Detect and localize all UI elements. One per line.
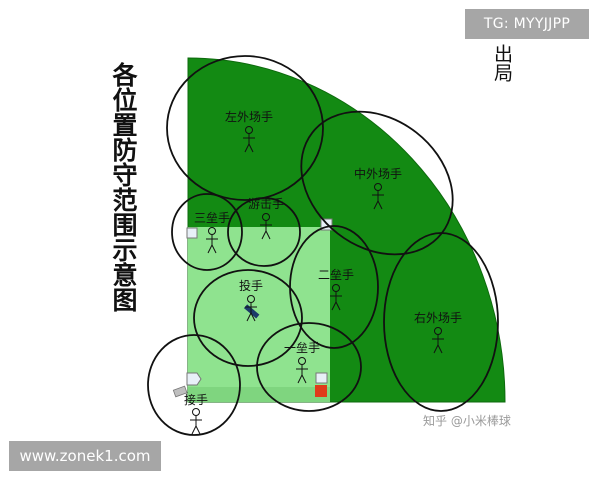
catcher-label: 接手 — [184, 392, 208, 407]
first-base-range-circle — [256, 322, 362, 412]
left-fielder-label: 左外场手 — [225, 109, 273, 124]
pitcher-range-circle — [193, 269, 303, 367]
shortstop-figure — [260, 213, 272, 240]
shortstop-range-circle — [227, 197, 301, 267]
center-fielder-label: 中外场手 — [354, 166, 402, 181]
pitcher-mound — [243, 304, 260, 319]
third-base-range-circle — [171, 193, 243, 271]
site-url-badge: www.zonek1.com — [9, 441, 161, 471]
infield-area — [188, 227, 330, 387]
third-baseman-label: 三垒手 — [194, 211, 230, 225]
diagram-title: 各位置防守范围示意图 — [109, 62, 138, 312]
pitcher-label: 投手 — [239, 278, 263, 293]
first-base-bag — [315, 372, 328, 384]
shortstop-label: 游击手 — [248, 197, 284, 211]
home-plate — [186, 372, 202, 386]
first-baseman-label: 一垒手 — [284, 341, 320, 355]
right-field-range-circle — [383, 232, 499, 412]
right-fielder-label: 右外场手 — [414, 310, 462, 325]
pitcher-figure — [245, 295, 257, 322]
foul-line-strip — [188, 387, 330, 402]
catcher-figure — [190, 408, 202, 435]
catcher-range-circle — [147, 334, 241, 436]
left-fielder-figure — [243, 126, 255, 153]
catcher-gear — [172, 385, 188, 398]
out-label: 出局 — [491, 44, 513, 82]
second-baseman-figure — [330, 284, 342, 311]
foul-base-marker — [315, 385, 327, 397]
third-base-bag — [186, 227, 198, 239]
third-baseman-figure — [206, 227, 218, 254]
center-fielder-figure — [372, 183, 384, 210]
first-baseman-figure — [296, 357, 308, 384]
right-fielder-figure — [432, 327, 444, 354]
telegram-badge: TG: MYYJJPP — [465, 9, 589, 39]
left-field-range-circle — [166, 55, 324, 201]
second-baseman-label: 二垒手 — [318, 268, 354, 282]
zhihu-watermark: 知乎 @小米棒球 — [423, 414, 511, 428]
